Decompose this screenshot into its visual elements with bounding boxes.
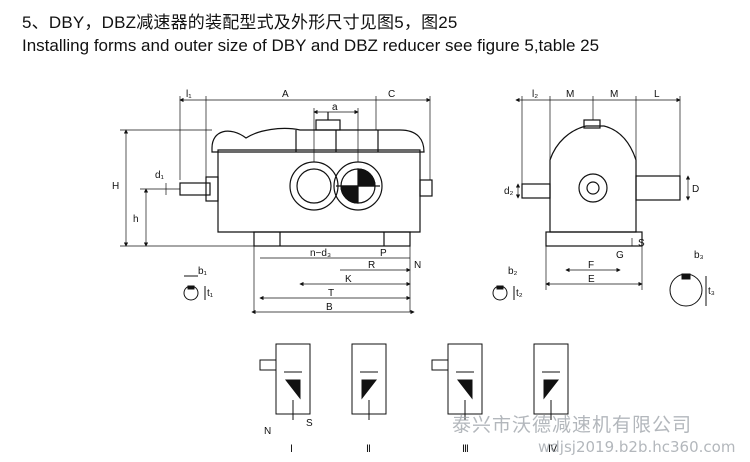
- dim-t1: t₁: [207, 288, 214, 299]
- dim-B: B: [326, 302, 333, 313]
- mount-form-label-1: Ⅰ: [290, 444, 293, 455]
- keyway-detail-3: [669, 273, 707, 307]
- dim-M-right: M: [610, 89, 618, 100]
- dim-M-left: M: [566, 89, 574, 100]
- front-view: [179, 112, 433, 247]
- figure-title-chinese: 5、DBY，DBZ减速器的装配型式及外形尺寸见图5，图25: [22, 13, 458, 32]
- housing-body: [217, 149, 421, 233]
- dim-t2: t₂: [516, 288, 523, 299]
- front-view-labels: l₁ A C a H d₁ h n−d₃ P R N K T B: [112, 89, 421, 313]
- watermark-company: 泰兴市沃德减速机有限公司: [452, 414, 693, 436]
- mount-form-4: [533, 343, 569, 420]
- mount-form-1: [259, 343, 311, 420]
- side-output-shaft: [635, 175, 681, 201]
- watermark-url: wdjsj2019.b2b.hc360.com: [538, 438, 736, 456]
- side-cap: [583, 119, 601, 129]
- housing-base: [253, 231, 411, 247]
- mount-form-s-label: S: [306, 418, 313, 429]
- side-housing: [549, 125, 637, 233]
- dim-D: D: [692, 184, 699, 195]
- housing-cover: [211, 127, 425, 153]
- front-view-dimensions: [120, 96, 431, 315]
- side-input-shaft: [521, 183, 551, 199]
- side-view-dimensions: [515, 96, 691, 290]
- mount-form-label-2: Ⅱ: [366, 444, 371, 455]
- dim-H: H: [112, 181, 119, 192]
- dim-P: P: [380, 248, 387, 259]
- dim-h: h: [133, 214, 139, 225]
- dim-b2: b₂: [508, 266, 518, 277]
- dim-R: R: [368, 260, 375, 271]
- side-view: [521, 119, 681, 247]
- dim-l1: l₁: [186, 89, 192, 100]
- dim-A: A: [282, 89, 289, 100]
- dim-b1: b₁: [198, 266, 208, 277]
- dim-T: T: [328, 288, 334, 299]
- dim-G: G: [616, 250, 624, 261]
- mount-form-3: [431, 343, 483, 420]
- figure-title-english: Installing forms and outer size of DBY a…: [22, 36, 600, 55]
- dim-L: L: [654, 89, 660, 100]
- keyway-detail-1: [183, 275, 206, 301]
- dim-F: F: [588, 260, 594, 271]
- keyway-detail-2: [492, 285, 515, 301]
- side-base: [545, 231, 643, 247]
- dim-K: K: [345, 274, 352, 285]
- dim-C: C: [388, 89, 395, 100]
- mount-form-2: [351, 343, 387, 420]
- dim-N: N: [414, 260, 421, 271]
- dim-d2: d₂: [504, 186, 514, 197]
- dim-d1: d₁: [155, 170, 165, 181]
- dim-S: S: [638, 238, 645, 249]
- dim-a: a: [332, 102, 338, 113]
- inspection-cap: [315, 119, 341, 131]
- mount-form-n-label: N: [264, 426, 271, 437]
- dim-t3: t₃: [708, 286, 715, 297]
- dim-E: E: [588, 274, 595, 285]
- dim-b3: b₃: [694, 250, 704, 261]
- mount-form-label-4: Ⅳ: [548, 444, 558, 455]
- dim-l2: l₂: [532, 89, 538, 100]
- dim-n-d3: n−d₃: [310, 248, 331, 259]
- output-shaft: [419, 179, 433, 197]
- side-view-labels: l₂ M M L d₂ D S G F E: [504, 89, 699, 285]
- mount-form-label-3: Ⅲ: [462, 444, 469, 455]
